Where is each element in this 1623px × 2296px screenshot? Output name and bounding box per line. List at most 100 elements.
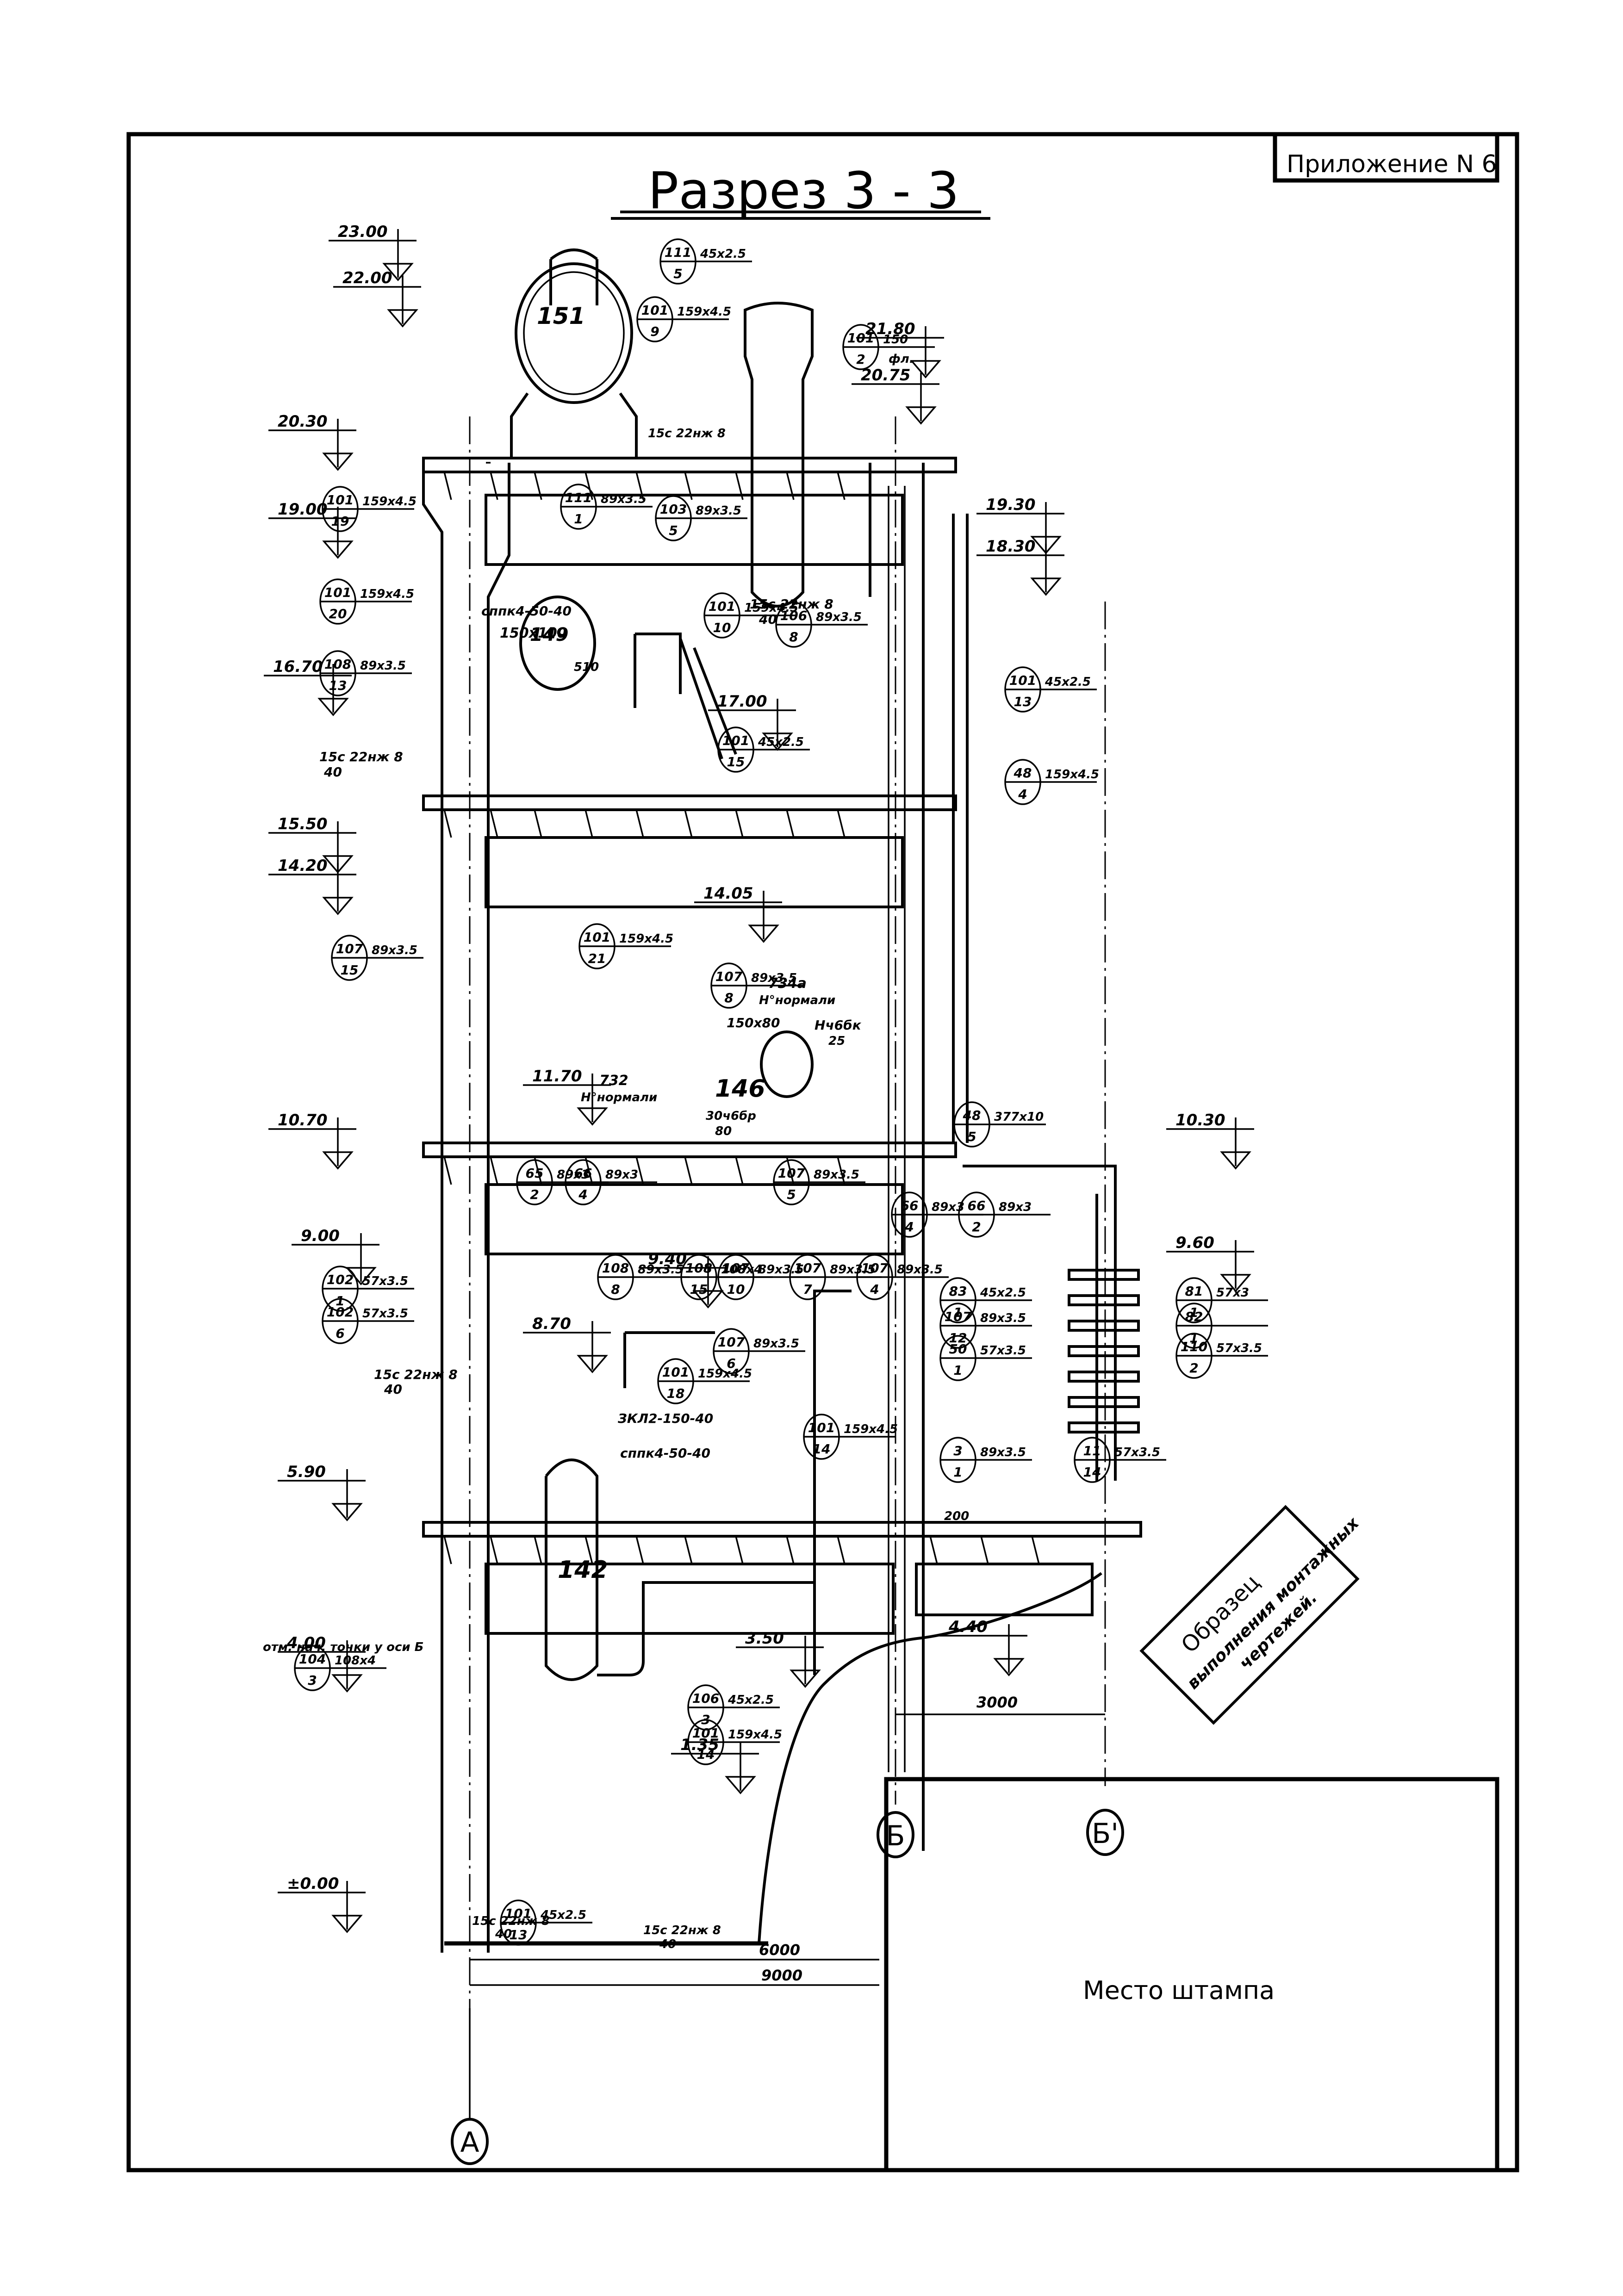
axis-marker-b [877,1811,914,1858]
equipment-142 [545,1458,598,1681]
callout-sheet: 1 [574,511,583,527]
callout-position: 103 [660,502,687,517]
elevation-value: 1.35 [680,1736,719,1754]
break-line [758,1572,1102,1944]
equipment-label-142: 142 [558,1556,608,1584]
column-b-inner [888,486,906,1772]
callout-pipe-spec: 57x3.5 [1114,1446,1160,1459]
note-valve-top: 15с 22нж 8 [648,427,726,441]
callout-sheet: 8 [611,1282,620,1297]
callout-position: 106 [780,608,807,623]
callout-position: 107 [778,1166,805,1181]
callout-pipe-spec: 159x4.5 [728,1728,782,1742]
elevation-marker: 4.00 [278,1634,366,1693]
elevation-value: 18.30 [986,537,1036,556]
callout-position: 107 [715,969,743,984]
callout-position: 110 [1181,1339,1207,1354]
dim-6000: 6000 [759,1941,800,1959]
axis-marker-a [451,2008,489,2165]
callout-position: 83 [949,1284,967,1299]
callout-position: 101 [662,1365,689,1380]
elevation-value: 4.00 [286,1634,326,1652]
callout-sheet: 13 [510,1927,528,1942]
elevation-value: 9.60 [1175,1234,1214,1252]
elevation-marker: 1.35 [671,1736,759,1794]
elevation-value: 22.00 [342,269,392,287]
callout-pipe-spec: 159x4.5 [362,495,417,509]
callout-position: 101 [327,492,354,508]
note-734a-sub: Н°нормали [759,993,835,1007]
callout-pipe-spec: 108x4 [335,1654,376,1668]
elevation-marker: 20.30 [268,412,356,471]
callout-position: 108 [602,1260,629,1276]
elevation-value: 23.00 [338,223,388,241]
elevation-marker: 19.00 [268,500,356,559]
callout-position: 111 [565,490,592,505]
callout-sheet: 4 [1018,787,1027,802]
callout-pipe-spec: 45x2.5 [1045,675,1091,689]
callout-sheet: 14 [813,1441,831,1457]
callout-sheet: 5 [673,266,682,281]
dim-9000: 9000 [761,1967,802,1984]
elevation-value: 8.70 [532,1315,571,1333]
callout-pipe-spec: 57x3.5 [1216,1341,1262,1355]
note-sppk-top: сппк4-50-40 [481,603,572,619]
callout-pipe-spec: 89x3.5 [696,504,741,518]
callout-sheet: 4 [904,1219,914,1235]
callout-position: 48 [1014,765,1032,781]
callout-pipe-spec2: фл. [889,352,914,366]
floor-slab-1550 [422,794,957,908]
callout-position: 50 [949,1341,967,1357]
callout-sheet: 1 [953,1363,962,1378]
note-732-sub: Н°нормали [581,1091,657,1105]
elevation-value: 20.30 [278,412,328,431]
callout-sheet: 19 [331,514,349,529]
elevation-value: 11.70 [532,1067,582,1086]
callout-pipe-spec: 57x3.5 [362,1307,408,1321]
callout-sheet: 14 [697,1747,715,1762]
callout-sheet: 13 [1014,694,1032,709]
elevation-value: 16.70 [273,658,323,676]
elevation-value: 17.00 [717,692,767,711]
floor-slab-1070 [422,1142,957,1255]
note-reducer2: 150x80 [727,1015,780,1030]
callout-pipe-spec: 45x2.5 [700,247,746,261]
callout-pipe-spec: 159x4.5 [360,587,414,601]
pipe-callouts: 111545x2.51019159x4.51012150фл.10119159x… [294,238,1268,1946]
stamp-area [884,1777,1499,2172]
callout-position: 102 [327,1304,354,1320]
sample-stamp-line2: выполнения монтажных [1183,1513,1363,1693]
callout-pipe-spec: 89x3.5 [814,1168,859,1182]
callout-sheet: 15 [341,962,359,978]
elevation-marker: 9.00 [292,1227,379,1285]
elevation-marker: 8.70 [523,1315,611,1373]
stamp-place-label: Место штампа [1083,1976,1275,2005]
elevation-value: 14.20 [278,856,328,875]
callout-pipe-spec: 89x3.5 [830,1263,876,1277]
elevation-value: 15.50 [278,815,328,833]
pipe-run-bottom [597,1581,815,1676]
note-valve-ground-r: 15с 22нж 8 [643,1924,721,1937]
callout-position: 48 [963,1108,981,1123]
elevation-marker: 11.70 [523,1067,611,1126]
callout-pipe-spec: 57x3.5 [980,1344,1026,1358]
callout-position: 101 [709,599,735,614]
note-valve-mid-sub: 40 [759,612,777,627]
note-30ch: 30ч6бр [706,1109,756,1123]
separator-vessel [744,302,814,608]
